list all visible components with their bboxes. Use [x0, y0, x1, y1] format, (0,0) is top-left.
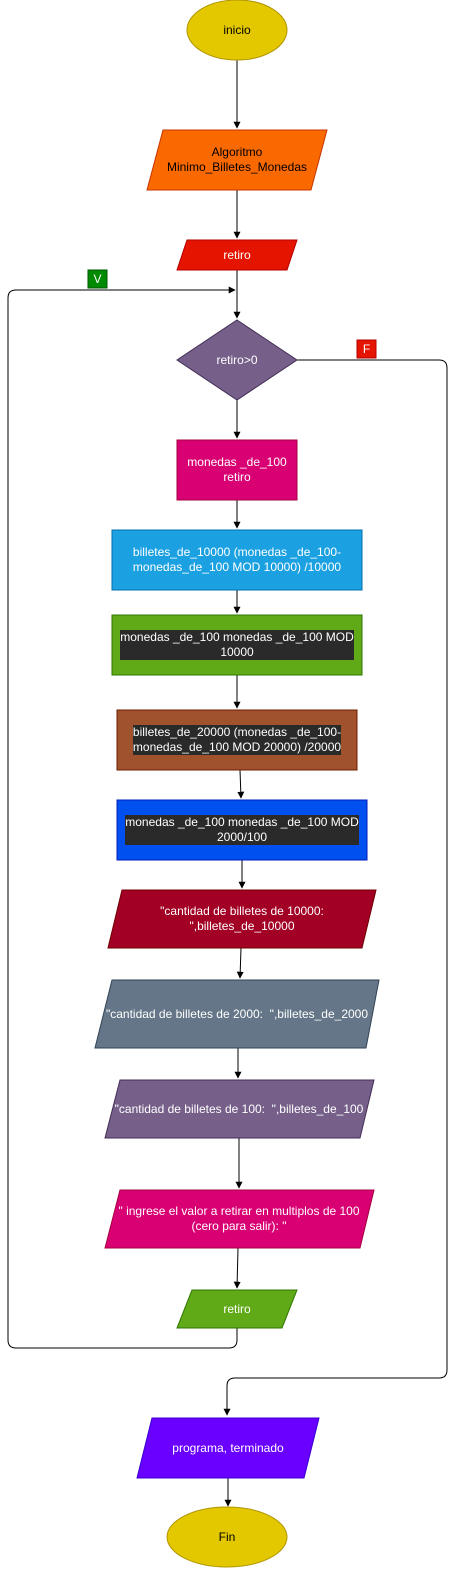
- out-10000-parallelogram: [107, 889, 377, 949]
- edge-false-branch: [223, 359, 448, 1416]
- mod-2000-process: [116, 799, 368, 861]
- edge-loop-back: [7, 286, 238, 1349]
- end-message-parallelogram: [136, 1417, 320, 1479]
- prompt-parallelogram: [104, 1189, 375, 1249]
- out-2000-parallelogram: [94, 979, 380, 1049]
- read-retiro-parallelogram: [176, 1289, 298, 1329]
- edge-calc20000-mod2000: [237, 769, 245, 799]
- calc-20000-process: [116, 709, 358, 771]
- edge-prompt-read: [233, 1247, 241, 1289]
- true-tag-label: V: [93, 272, 102, 286]
- start-terminator: [186, 0, 288, 61]
- title-parallelogram: [146, 129, 328, 191]
- mod-10000-process: [111, 614, 363, 676]
- false-tag-label: F: [362, 342, 371, 356]
- out-100-parallelogram: [104, 1079, 375, 1139]
- end-terminator: [166, 1506, 288, 1568]
- false-tag-box: [356, 339, 377, 359]
- input-retiro-parallelogram: [176, 239, 298, 271]
- true-tag-box: [87, 269, 108, 289]
- decision-diamond: [176, 319, 298, 401]
- assign-monedas-process: [176, 439, 298, 501]
- edge-out10000-out2000: [236, 947, 244, 979]
- calc-10000-process: [111, 529, 363, 591]
